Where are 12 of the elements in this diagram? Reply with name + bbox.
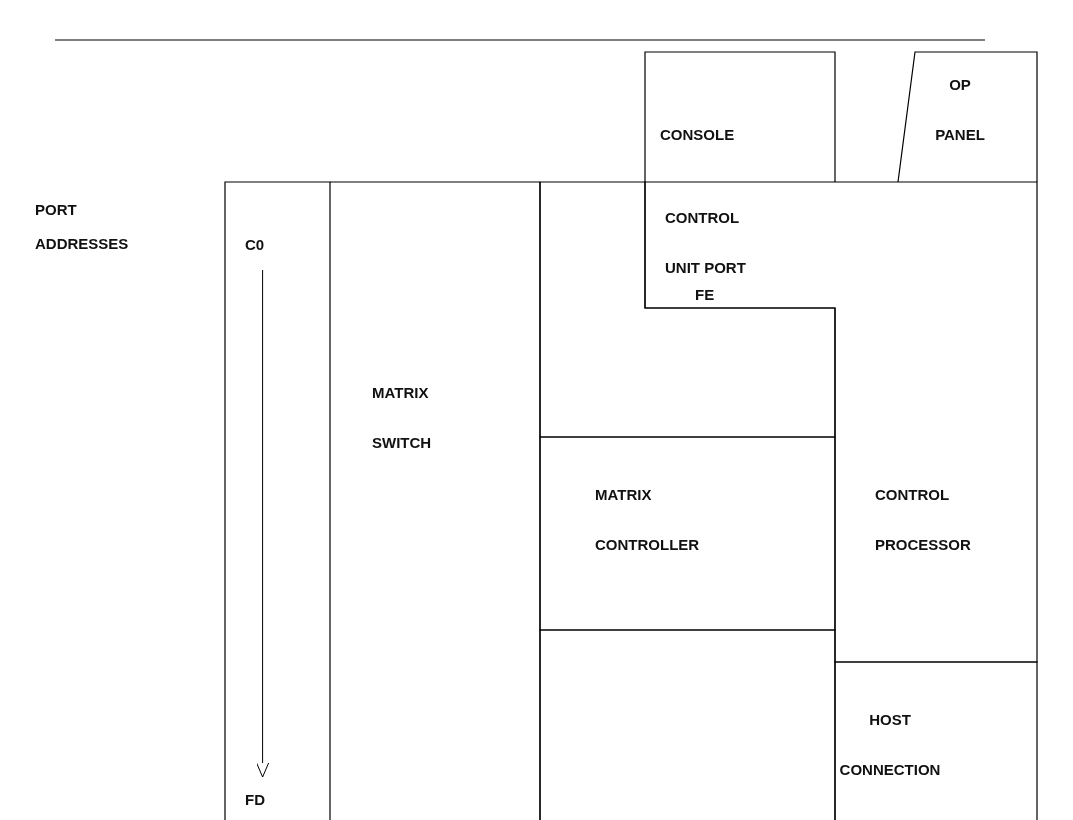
- block-label: MATRIX SWITCH: [372, 383, 433, 453]
- port-address-text: C0: [245, 228, 265, 262]
- port-address-text: FE: [695, 285, 716, 305]
- side-label: PORT ADDRESSES: [35, 200, 130, 254]
- arrow: [256, 269, 270, 778]
- block-label: MATRIX CONTROLLER: [595, 485, 701, 555]
- block-label: HOST CONNECTION: [838, 710, 942, 780]
- console-label: CONSOLE: [660, 125, 736, 145]
- op-panel-label: OP PANEL: [934, 75, 986, 145]
- block-label: CONTROL PROCESSOR: [875, 485, 972, 555]
- port-address-text: FD: [245, 783, 265, 817]
- block-label: CONTROL UNIT PORT: [665, 208, 747, 278]
